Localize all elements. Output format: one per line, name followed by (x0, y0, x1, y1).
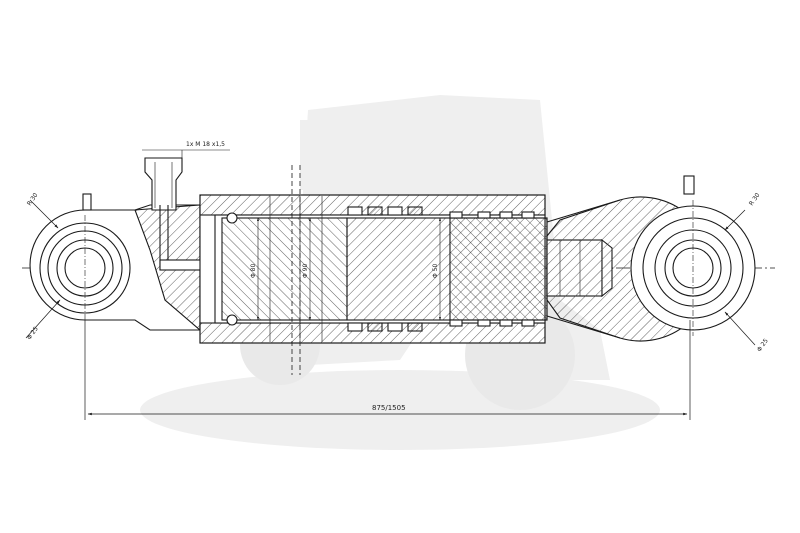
break-lines (291, 165, 301, 375)
port-thread-label: 1x M 18 x1,5 (186, 141, 225, 148)
port-fitting (142, 149, 230, 271)
cylinder-bore-a-label: Φ 80 (250, 264, 257, 278)
left-eye-bore-label: Φ 25 (26, 325, 40, 341)
dimension-overall (84, 320, 691, 420)
piston-rod-dia-label: Φ 50 (432, 264, 439, 278)
right-eye (546, 175, 756, 346)
cylinder-assembly (22, 149, 775, 420)
piston (221, 196, 348, 342)
dimension-bores (256, 217, 442, 321)
cylinder-bore-b-label: Φ 90 (302, 264, 309, 278)
left-eye-radius-label: R 30 (26, 192, 40, 207)
overall-length-label: 875/1505 (372, 404, 406, 412)
piston-rod (346, 206, 548, 332)
right-eye-radius-label: R 30 (748, 192, 762, 207)
right-eye-bore-label: Φ 25 (756, 337, 770, 353)
left-eye (25, 193, 201, 339)
